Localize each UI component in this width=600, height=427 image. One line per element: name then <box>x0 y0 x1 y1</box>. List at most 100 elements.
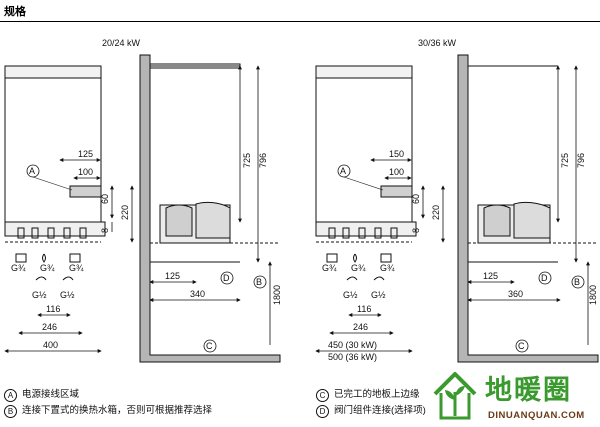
section-header: 规格 <box>0 0 600 24</box>
left-model-label: 20/24 kW <box>102 38 141 48</box>
left-fitting-2: G½ <box>32 290 47 300</box>
left-dim-116: 116 <box>46 304 60 314</box>
right-dim-116: 116 <box>357 304 371 314</box>
svg-text:C: C <box>206 341 213 351</box>
right-marker-a: A <box>337 164 384 191</box>
legend-mark: B <box>4 405 17 418</box>
radiator-icon <box>69 253 81 263</box>
tap-icon <box>35 276 47 281</box>
right-dim-796: 796 <box>576 153 586 168</box>
left-fittings <box>17 227 87 239</box>
right-wall <box>457 54 599 363</box>
left-fitting-3: G½ <box>60 290 75 300</box>
right-dim-500: 500 (36 kW) <box>328 352 377 362</box>
legend-mark: A <box>4 389 17 402</box>
right-fitting-1: G¾ <box>322 263 337 273</box>
legend-text: 连接下置式的换热水箱，否则可根据推荐选择 <box>22 405 213 416</box>
right-dim-60: 60 <box>411 194 421 204</box>
header-rule <box>0 21 600 22</box>
left-fitting-4: G¾ <box>69 263 84 273</box>
left-side-dimensions <box>149 65 272 345</box>
logo-url: DINUANQUAN.COM <box>488 410 585 421</box>
right-dim-725: 725 <box>560 153 570 168</box>
left-fitting-symbols <box>15 253 81 281</box>
right-dim-1800: 1800 <box>588 285 598 305</box>
radiator-icon <box>15 253 27 263</box>
tap-icon <box>346 276 358 281</box>
tap-icon <box>62 276 74 281</box>
right-marker-b: B <box>571 275 585 289</box>
left-dim-8: 8 <box>100 228 110 233</box>
left-marker-c: C <box>203 339 217 353</box>
legend-item-c: C 已完工的地板上边缘 <box>316 388 420 402</box>
legend-text: 已完工的地板上边缘 <box>334 389 420 400</box>
flame-icon <box>42 253 46 263</box>
left-dim-400: 400 <box>43 340 58 350</box>
right-dim-100: 100 <box>389 167 404 177</box>
left-side-view <box>139 54 281 363</box>
right-fitting-4: G¾ <box>380 263 395 273</box>
left-gas-fitting: G¾ <box>40 263 55 273</box>
logo-wordmark: 地暖圈 <box>485 375 572 406</box>
right-fitting-3: G½ <box>371 290 386 300</box>
svg-text:D: D <box>223 273 230 283</box>
left-fitting-1: G¾ <box>11 263 26 273</box>
radiator-icon <box>380 253 392 263</box>
left-dim-125: 125 <box>78 149 93 159</box>
legend-item-b: B 连接下置式的换热水箱，否则可根据推荐选择 <box>4 404 212 418</box>
radiator-icon <box>326 253 338 263</box>
flame-icon <box>353 253 357 263</box>
right-dim-220: 220 <box>431 205 441 220</box>
left-front-view: 20/24 kW <box>4 38 141 243</box>
legend-item-d: D 阀门组件连接(选择项) <box>316 404 426 418</box>
right-marker-c: C <box>515 339 529 353</box>
svg-text:A: A <box>29 166 35 176</box>
right-side-dimensions <box>467 65 590 345</box>
right-side-view <box>457 54 599 363</box>
legend-item-a: A 电源接线区域 <box>4 388 79 402</box>
right-gas-fitting: G¾ <box>351 263 366 273</box>
left-dim-246: 246 <box>42 322 57 332</box>
left-front-dimensions <box>4 158 134 353</box>
right-dim-125-side: 125 <box>483 271 498 281</box>
right-dim-150: 150 <box>389 149 404 159</box>
left-marker-d: D <box>220 271 234 285</box>
left-marker-a: A <box>26 164 73 191</box>
right-dim-360: 360 <box>508 289 523 299</box>
svg-text:C: C <box>518 341 525 351</box>
left-dim-220: 220 <box>120 205 130 220</box>
left-dim-796: 796 <box>258 153 268 168</box>
section-title: 规格 <box>4 6 26 18</box>
left-marker-b: B <box>253 275 267 289</box>
right-fitting-symbols <box>326 253 392 281</box>
watermark-logo: 地暖圈 DINUANQUAN.COM <box>430 366 600 427</box>
right-marker-d: D <box>538 271 552 285</box>
right-model-label: 30/36 kW <box>418 38 457 48</box>
left-dim-125-side: 125 <box>165 271 180 281</box>
tap-icon <box>373 276 385 281</box>
svg-text:B: B <box>256 277 262 287</box>
house-logo-icon <box>433 372 477 420</box>
left-dim-1800: 1800 <box>272 285 282 305</box>
left-wall <box>139 54 281 363</box>
svg-text:A: A <box>340 166 346 176</box>
svg-text:B: B <box>574 277 580 287</box>
legend-text: 阀门组件连接(选择项) <box>334 405 426 416</box>
right-fitting-2: G½ <box>343 290 358 300</box>
left-dim-60: 60 <box>100 194 110 204</box>
right-front-dimensions <box>315 158 445 353</box>
left-dim-100: 100 <box>78 167 93 177</box>
right-fittings <box>328 227 398 239</box>
legend-text: 电源接线区域 <box>22 389 80 400</box>
right-dim-450: 450 (30 kW) <box>328 340 377 350</box>
left-dim-340: 340 <box>190 289 205 299</box>
right-front-view: 30/36 kW <box>315 38 457 243</box>
left-dim-725: 725 <box>242 153 252 168</box>
legend-mark: C <box>316 389 329 402</box>
svg-text:D: D <box>541 273 548 283</box>
right-dim-246: 246 <box>353 322 368 332</box>
right-dim-8: 8 <box>411 228 421 233</box>
legend-mark: D <box>316 405 329 418</box>
